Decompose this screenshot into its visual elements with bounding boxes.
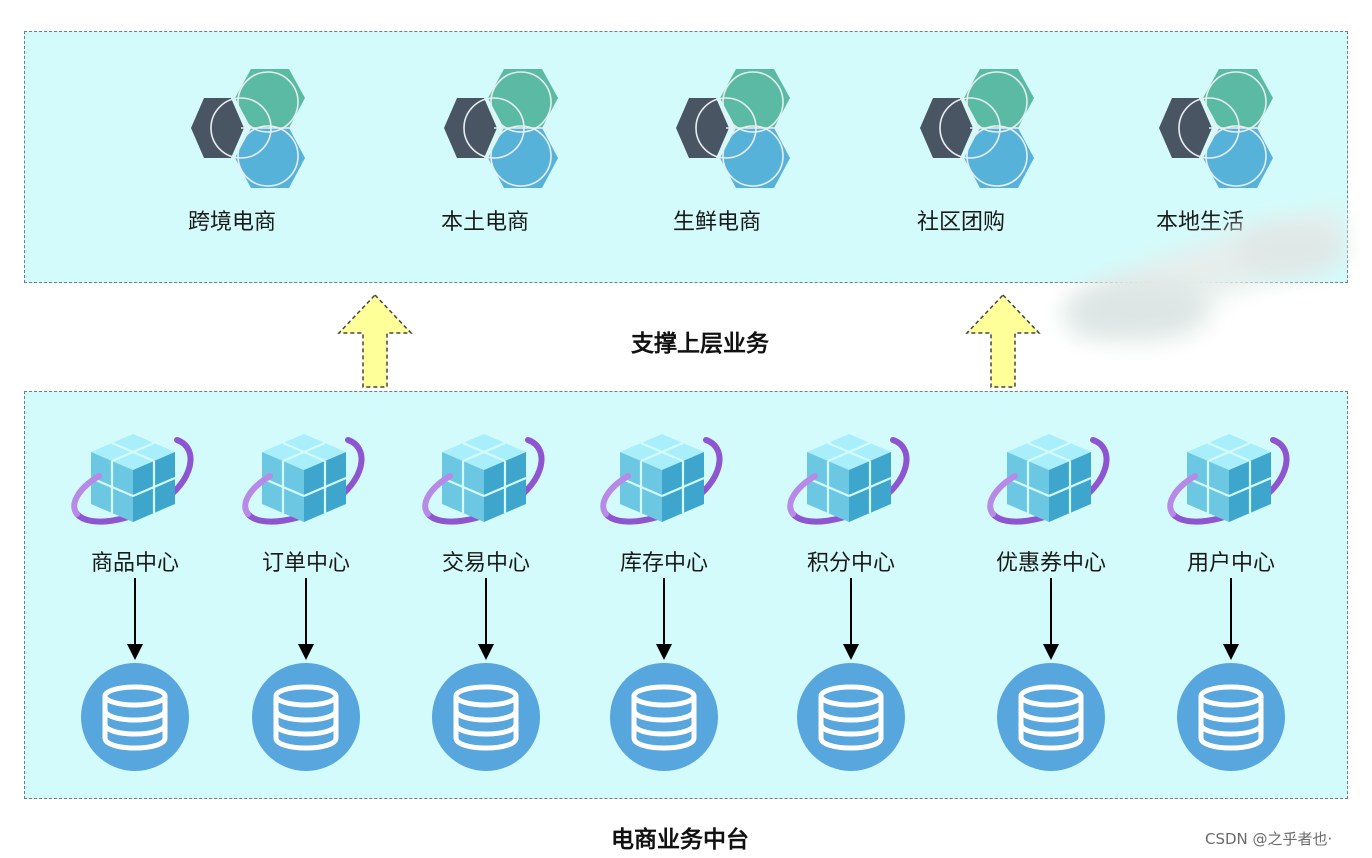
cube-orbit-icon <box>71 434 194 525</box>
service-center: 优惠券中心 <box>976 430 1126 810</box>
business-line: 跨境电商 <box>147 32 317 235</box>
business-line-label: 生鲜电商 <box>672 210 761 235</box>
down-arrow-icon <box>478 578 494 660</box>
service-center-label: 用户中心 <box>1186 551 1275 576</box>
cube-orbit-icon <box>242 434 365 525</box>
service-center-label: 优惠券中心 <box>995 551 1106 576</box>
database-icon <box>610 663 718 771</box>
service-center-label: 积分中心 <box>806 551 895 576</box>
up-arrow-icon <box>965 293 1041 388</box>
hexagon-cluster-icon <box>676 69 790 188</box>
cube-orbit-icon <box>787 434 910 525</box>
database-icon <box>252 663 360 771</box>
down-arrow-icon <box>656 578 672 660</box>
cube-orbit-icon <box>1167 434 1290 525</box>
hexagon-cluster-icon <box>191 69 305 188</box>
service-center: 订单中心 <box>231 430 381 810</box>
down-arrow-icon <box>1043 578 1059 660</box>
hexagon-cluster-icon <box>1159 69 1273 188</box>
cube-orbit-icon <box>422 434 545 525</box>
business-line: 生鲜电商 <box>632 32 802 235</box>
service-center-label: 库存中心 <box>619 551 708 576</box>
platform-caption: 电商业务中台 <box>611 827 749 853</box>
database-icon <box>81 663 189 771</box>
business-line-label: 跨境电商 <box>187 210 276 235</box>
watermark: CSDN @之乎者也· <box>1205 830 1333 848</box>
business-line: 本土电商 <box>400 32 570 235</box>
hexagon-cluster-icon <box>920 69 1034 188</box>
up-arrow-icon <box>337 293 413 388</box>
hexagon-cluster-icon <box>444 69 558 188</box>
database-icon <box>797 663 905 771</box>
down-arrow-icon <box>843 578 859 660</box>
cube-orbit-icon <box>600 434 723 525</box>
service-center: 用户中心 <box>1156 430 1306 810</box>
database-icon <box>1177 663 1285 771</box>
database-icon <box>997 663 1105 771</box>
service-center: 商品中心 <box>60 430 210 810</box>
database-icon <box>432 663 540 771</box>
service-center: 库存中心 <box>589 430 739 810</box>
business-line-label: 社区团购 <box>916 210 1005 235</box>
support-caption: 支撑上层业务 <box>631 331 769 357</box>
business-line: 本地生活 <box>1115 32 1285 235</box>
down-arrow-icon <box>127 578 143 660</box>
down-arrow-icon <box>1223 578 1239 660</box>
service-center: 积分中心 <box>776 430 926 810</box>
service-center-label: 交易中心 <box>441 551 530 576</box>
service-center-label: 订单中心 <box>261 551 350 576</box>
cube-orbit-icon <box>987 434 1110 525</box>
business-line: 社区团购 <box>876 32 1046 235</box>
service-center: 交易中心 <box>411 430 561 810</box>
business-line-label: 本地生活 <box>1155 210 1244 235</box>
service-center-label: 商品中心 <box>90 551 179 576</box>
down-arrow-icon <box>298 578 314 660</box>
business-layer-panel: 跨境电商 本土电商 生鲜电商 <box>24 31 1348 283</box>
blur-smudge <box>1060 210 1345 340</box>
business-line-label: 本土电商 <box>440 210 529 235</box>
